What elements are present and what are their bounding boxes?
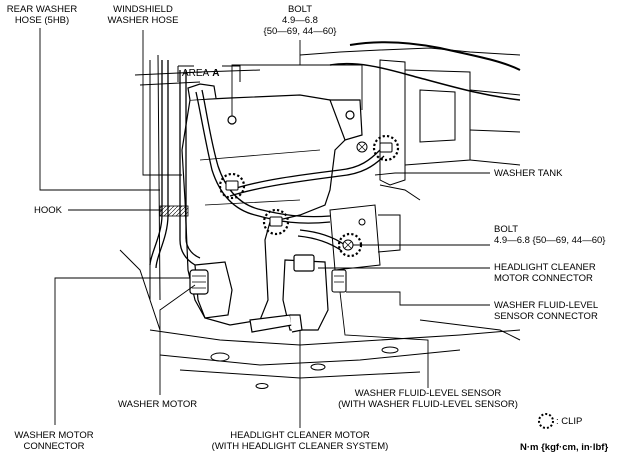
area-a-marker [177, 65, 241, 82]
hook-label: HOOK [34, 205, 62, 216]
clip-details [225, 142, 393, 227]
bolt-right-label: BOLT 4.9—6.8 {50—69, 44—60} [494, 224, 606, 246]
clip-legend-icon [538, 413, 554, 429]
headlight-cleaner-motor-label: HEADLIGHT CLEANER MOTOR (WITH HEADLIGHT … [211, 430, 389, 452]
bolt-top-label: BOLT 4.9—6.8 {50—69, 44—60} [263, 4, 337, 37]
leader-lines [39, 28, 490, 428]
headlight-cleaner-motor [249, 254, 329, 333]
clip-legend-label: : CLIP [556, 416, 583, 427]
washer-motor-connector-label: WASHER MOTOR CONNECTOR [14, 430, 94, 452]
units-label: N·m {kgf·cm, in·lbf} [520, 442, 609, 453]
washer-fluid-level-sensor-label: WASHER FLUID-LEVEL SENSOR (WITH WASHER F… [338, 388, 518, 410]
hook-bracket [159, 205, 189, 217]
headlight-cleaner-motor-connector-label: HEADLIGHT CLEANER MOTOR CONNECTOR [494, 262, 596, 284]
washer-motor-label: WASHER MOTOR [118, 399, 198, 410]
washer-fluid-level-sensor-connector-label: WASHER FLUID-LEVEL SENSOR CONNECTOR [494, 300, 599, 322]
rear-washer-hose-label: REAR WASHER HOSE (5HB) [6, 4, 78, 26]
washer-tank-label: WASHER TANK [494, 168, 563, 179]
sensor-connector [331, 269, 347, 293]
windshield-washer-hose-label: WINDSHIELD WASHER HOSE [107, 4, 179, 26]
washer-motor [189, 261, 233, 319]
